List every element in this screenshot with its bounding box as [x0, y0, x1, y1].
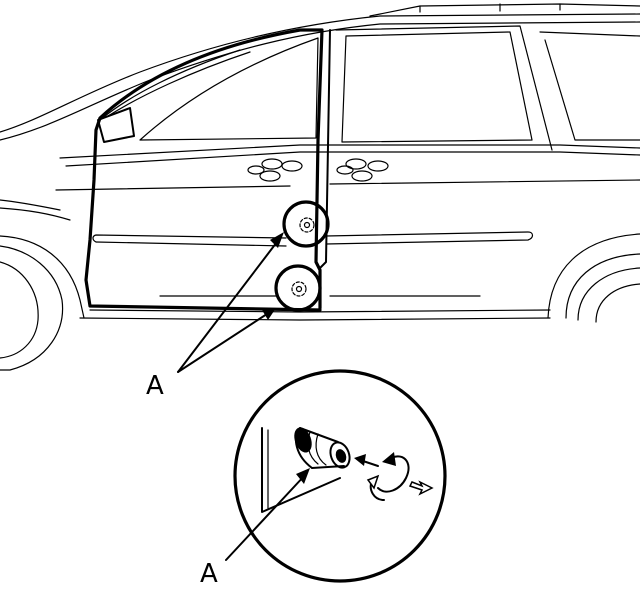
- front-door-opening-outline: [84, 28, 324, 312]
- front-door-handle: [247, 158, 303, 182]
- rear-quarter-window: [539, 31, 640, 141]
- roof-outer-line: [0, 13, 640, 133]
- push-arrow-icon: [354, 454, 379, 467]
- callout-a-inset: A: [200, 468, 310, 589]
- side-molding: [95, 231, 534, 247]
- front-door-window: [139, 37, 319, 141]
- sliding-door-handle: [336, 158, 389, 182]
- callout-label-upper: A: [146, 371, 164, 401]
- upper-bumper-highlight: [282, 200, 330, 248]
- lower-sill: [79, 309, 551, 321]
- front-wheel: [0, 235, 85, 371]
- side-mirror: [97, 107, 135, 143]
- upper-character-line: [55, 179, 640, 191]
- door-bumper-part: [294, 427, 351, 469]
- a-pillar: [99, 49, 241, 121]
- detail-inset: [233, 369, 447, 583]
- pull-arrow-icon: [408, 480, 434, 496]
- door-rear-edge: [319, 29, 331, 269]
- rear-wheel: [547, 233, 640, 323]
- rotate-arrow-icon: [366, 452, 410, 501]
- inset-door-edge: [261, 427, 341, 513]
- callout-a-upper: A: [146, 232, 284, 401]
- sliding-door-window: [341, 31, 533, 143]
- roof-rack: [369, 3, 640, 17]
- belt-line: [59, 144, 640, 159]
- lower-bumper-highlight: [274, 264, 322, 312]
- van-body: [0, 3, 640, 371]
- callout-label-lower: A: [200, 559, 218, 589]
